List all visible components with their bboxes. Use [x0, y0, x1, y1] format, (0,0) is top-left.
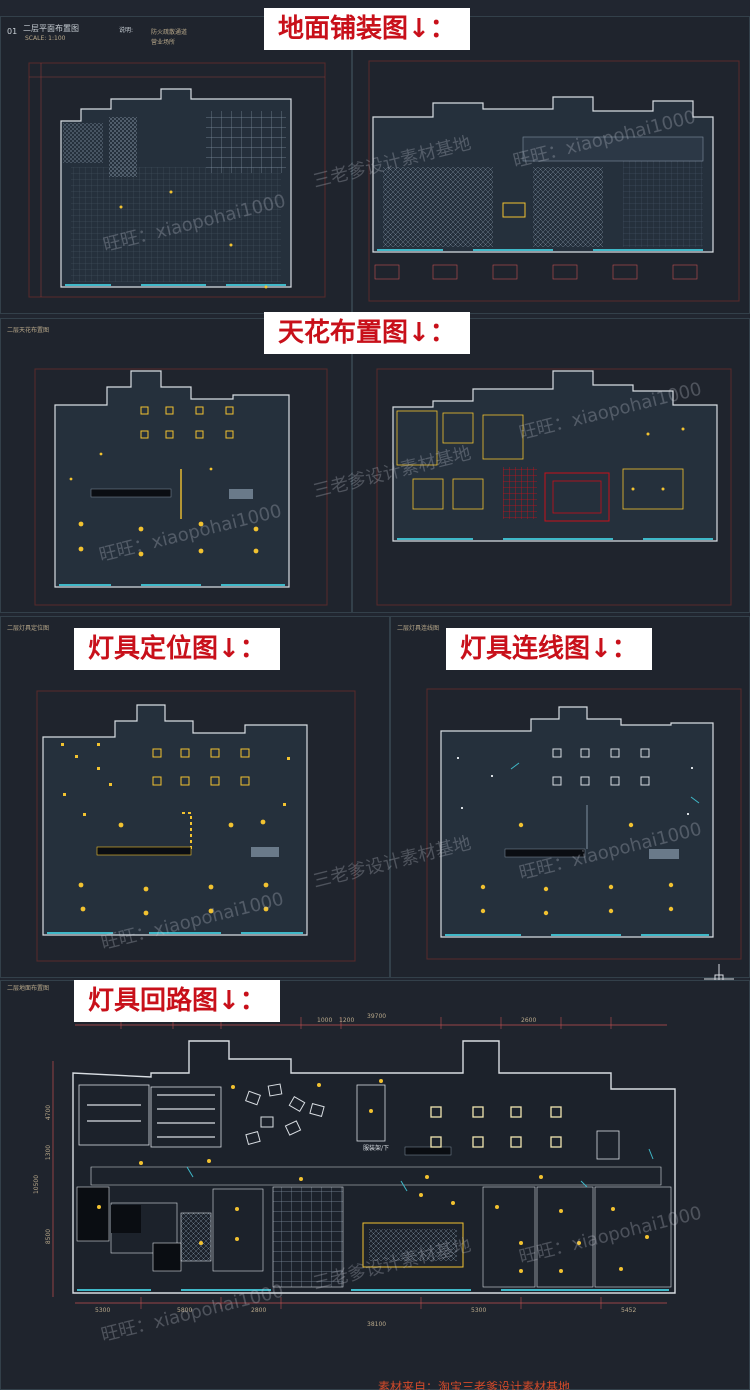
dim-circuit-total: 39700: [367, 1013, 387, 1020]
floor-plan-panel-right[interactable]: [352, 16, 750, 314]
sheet-note-label: 说明:: [119, 27, 134, 34]
dim-vertical-2: 1300: [45, 1144, 53, 1161]
dim-bottom-4: 5300: [471, 1307, 487, 1314]
ceiling-plan-panel-right[interactable]: [352, 318, 750, 613]
floor-plan-panel-left[interactable]: 01 二层平面布置图 SCALE: 1:100 说明: 防火疏散通道 营业场所: [0, 16, 352, 314]
sheet-number: 01: [7, 27, 18, 36]
lamp-circuit-drawing: [52, 1017, 676, 1309]
lamp-wiring-drawing: [426, 688, 742, 960]
dim-vertical-1: 4700: [45, 1104, 53, 1121]
dim-seg-4: 1200: [339, 1017, 355, 1024]
ceiling-plan-drawing-right: [376, 368, 732, 606]
ceiling-plan-panel-left[interactable]: 二层天花布置图: [0, 318, 352, 613]
dim-bottom-total: 38100: [367, 1321, 387, 1328]
label-ceiling: 天花布置图↓：: [264, 312, 470, 354]
dim-seg-3: 1000: [317, 1017, 333, 1024]
floor-plan-drawing-right: [368, 60, 740, 302]
room-label: 服装架/下: [363, 1145, 390, 1152]
dim-bottom-3: 2800: [251, 1307, 267, 1314]
bottom-note: 素材来自：淘宝三老爹设计素材基地: [378, 1380, 571, 1390]
sheet-note-2: 营业场所: [151, 39, 176, 46]
dim-bottom-2: 5800: [177, 1307, 193, 1314]
sheet-tag-circuit: 二层地面布置图: [7, 985, 50, 992]
sheet-title: 二层平面布置图: [23, 24, 79, 33]
sheet-scale: SCALE: 1:100: [25, 35, 66, 42]
sheet-note-1: 防火疏散通道: [151, 29, 188, 36]
sheet-tag-ceiling-right: 二层灯具定位图: [7, 625, 50, 632]
label-lamp-circuit: 灯具回路图↓：: [74, 980, 280, 1022]
label-floor-paving: 地面铺装图↓：: [264, 8, 470, 50]
lamp-position-panel[interactable]: 二层灯具定位图: [0, 616, 390, 978]
label-lamp-wiring: 灯具连线图↓：: [446, 628, 652, 670]
sheet-tag-ceiling: 二层天花布置图: [7, 327, 50, 334]
lamp-position-drawing: [36, 690, 356, 962]
floor-plan-drawing-left: [28, 62, 326, 298]
dim-seg-5: 2600: [521, 1017, 537, 1024]
dim-bottom-1: 5300: [95, 1307, 111, 1314]
dim-vertical-3: 8500: [45, 1228, 53, 1245]
sheet-tag-wiring: 二层灯具连线图: [397, 625, 440, 632]
lamp-circuit-panel[interactable]: 二层地面布置图 39700 2500 2400 1000 1200 2600 5…: [0, 980, 750, 1390]
label-lamp-position: 灯具定位图↓：: [74, 628, 280, 670]
dim-vertical-4: 10500: [33, 1174, 41, 1195]
lamp-wiring-panel[interactable]: 二层灯具连线图: [390, 616, 750, 978]
ceiling-plan-drawing-left: [34, 368, 328, 606]
dim-bottom-5: 5452: [621, 1307, 637, 1314]
